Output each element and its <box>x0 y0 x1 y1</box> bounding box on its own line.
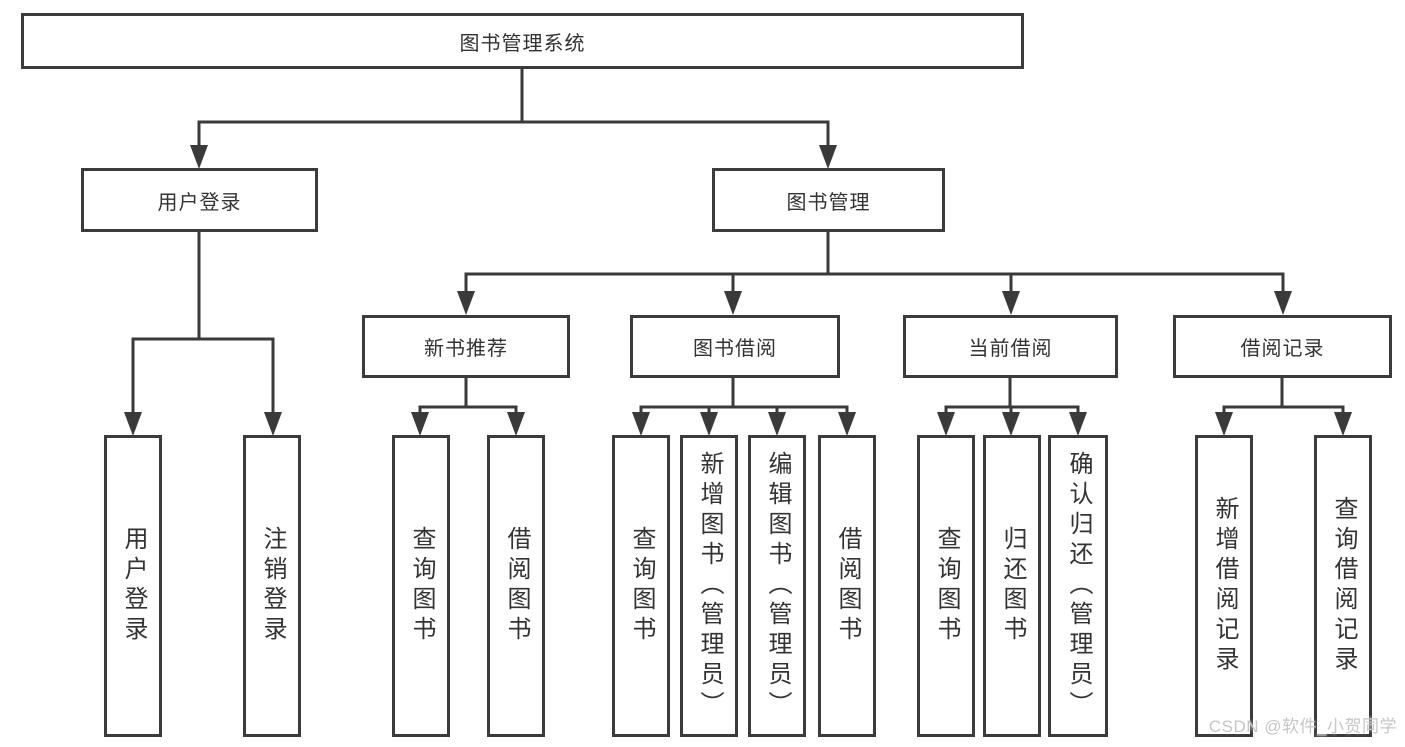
node-user-login: 用户登录 <box>81 168 318 232</box>
connector-current-borrowing-children <box>937 378 1087 436</box>
node-leaf-user-login: 用户登录 <box>104 435 162 737</box>
node-leaf-add-borrow-record: 新增借阅记录 <box>1195 435 1253 737</box>
node-leaf-add-books-admin: 新增图书（管理员） <box>680 435 738 737</box>
node-leaf-return-books: 归还图书 <box>983 435 1041 737</box>
node-leaf-query-borrow-record: 查询借阅记录 <box>1314 435 1372 737</box>
node-leaf-query-books-newbook: 查询图书 <box>392 435 450 737</box>
connector-borrowing-records-children <box>1215 378 1352 436</box>
connector-user-login-children <box>124 232 282 436</box>
node-leaf-query-books-current: 查询图书 <box>917 435 975 737</box>
node-leaf-logout: 注销登录 <box>243 435 301 737</box>
connector-book-management-children <box>457 232 1292 315</box>
node-leaf-borrow-books-borrowing: 借阅图书 <box>818 435 876 737</box>
node-new-book-recommendation: 新书推荐 <box>362 315 570 378</box>
connector-root-to-level2 <box>190 69 837 169</box>
node-leaf-query-books-borrowing: 查询图书 <box>612 435 670 737</box>
node-leaf-confirm-return-admin: 确认归还（管理员） <box>1048 435 1108 737</box>
connector-new-book-children <box>411 378 525 436</box>
node-current-borrowing: 当前借阅 <box>903 315 1118 378</box>
node-book-management-system: 图书管理系统 <box>21 13 1024 69</box>
connector-book-borrowing-children <box>632 378 856 436</box>
node-leaf-edit-books-admin: 编辑图书（管理员） <box>748 435 806 737</box>
node-borrowing-records: 借阅记录 <box>1173 315 1392 378</box>
node-book-borrowing: 图书借阅 <box>630 315 840 378</box>
node-leaf-borrow-books-newbook: 借阅图书 <box>487 435 545 737</box>
csdn-watermark: CSDN @软件_小贺同学 <box>1208 717 1397 736</box>
node-book-management: 图书管理 <box>712 168 945 232</box>
